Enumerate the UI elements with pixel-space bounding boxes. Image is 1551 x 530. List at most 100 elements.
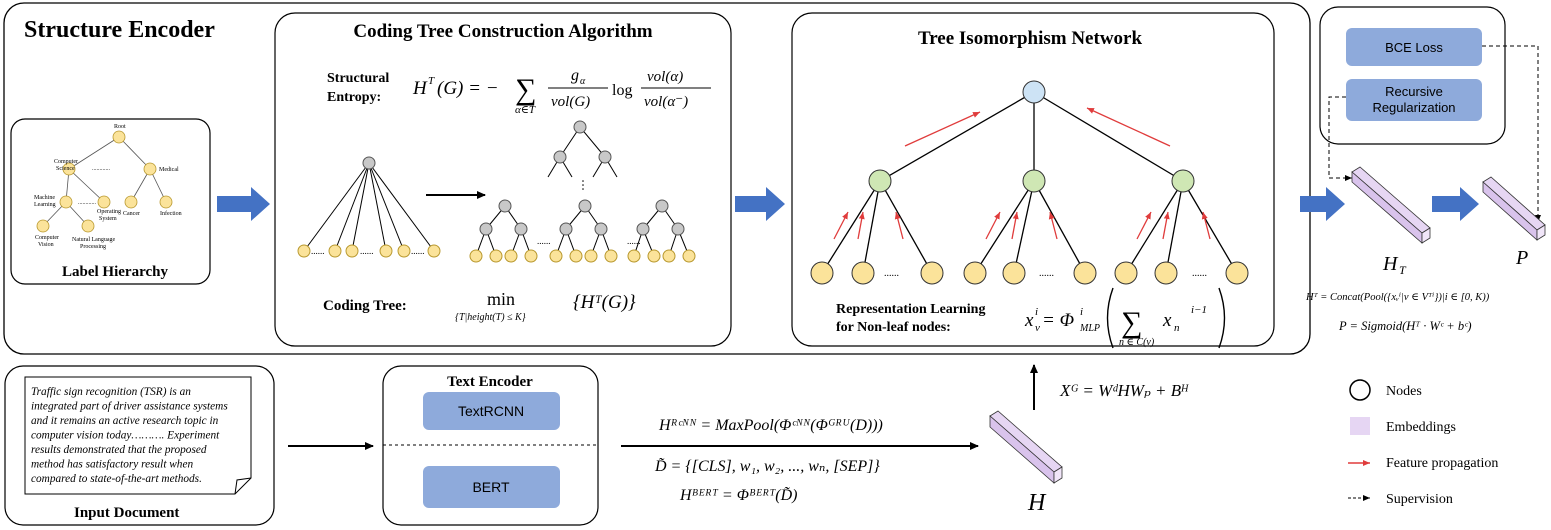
coding-tree-internal-node <box>636 222 650 236</box>
document-fold <box>234 477 252 495</box>
lh-nlp1: Natural Language <box>72 237 115 243</box>
recursive-reg-label-1: Recursive <box>1385 84 1443 99</box>
lh-root: Root <box>114 124 126 130</box>
frac1-den: vol(G) <box>551 94 590 110</box>
p-embedding <box>1482 176 1546 241</box>
label-hierarchy-caption: Label Hierarchy <box>62 264 168 280</box>
legend-node-icon <box>1349 379 1371 401</box>
textrcnn-button <box>423 392 560 430</box>
label-hierarchy-labels: Root Computer Science Medical ..........… <box>34 124 182 250</box>
frac1-num-sub: α <box>580 76 586 87</box>
flat-tree-dots-1: ...... <box>311 246 325 256</box>
entropy-log: log <box>612 82 632 99</box>
d-tilde-formula: D̃ = {[CLS], w₁, w₂, ..., wₙ, [SEP]} <box>654 457 880 475</box>
ht-embedding <box>1351 166 1431 244</box>
arrow-ht-to-p <box>1432 187 1479 221</box>
flat-tree-dots-2: ...... <box>360 246 374 256</box>
entropy-lhs: H <box>412 78 428 99</box>
ht-formula: Hᵀ = Concat(Pool({xᵥⁱ|v ∈ Vᵀⁱ})|i ∈ [0, … <box>1305 292 1490 303</box>
arrow-encoder-to-ht <box>1300 187 1345 221</box>
coding-tree-leaf-node <box>682 249 696 263</box>
coding-tree-internal-node <box>594 222 608 236</box>
tin-formula-rparen <box>1218 287 1226 349</box>
p-label: P <box>1515 247 1528 269</box>
coding-tree-label: Coding Tree: <box>323 298 407 314</box>
coding-trees-dots-1: ...... <box>537 236 551 246</box>
coding-tree-leaf-node <box>469 249 483 263</box>
coding-tree-box <box>274 12 732 347</box>
input-document-box <box>4 365 275 526</box>
document-line: results demonstrated that the proposed <box>31 444 207 456</box>
bert-label: BERT <box>472 479 510 495</box>
rep-label-1: Representation Learning <box>836 302 985 317</box>
coding-tree-min: min <box>487 289 515 309</box>
coding-tree-root-node <box>655 199 669 213</box>
lh-medical: Medical <box>159 167 179 173</box>
tin-formula-xn-sub: n <box>1174 322 1180 334</box>
legend-supervision: Supervision <box>1386 492 1453 507</box>
bce-loss-button <box>1346 28 1482 66</box>
text-encoder-title: Text Encoder <box>447 374 533 390</box>
legend-embedding-icon <box>1350 417 1370 435</box>
coding-tree-title: Coding Tree Construction Algorithm <box>353 21 652 42</box>
ht-label: H <box>1382 253 1399 275</box>
tin-dots-3: ...... <box>1192 268 1207 279</box>
h-label: H <box>1027 490 1047 516</box>
coding-tree-internal-node <box>671 222 685 236</box>
entropy-label-2: Entropy: <box>327 90 381 105</box>
document-line: integrated part of driver assistance sys… <box>31 401 228 413</box>
tin-formula-x: x <box>1024 310 1034 331</box>
tin-dots-1: ...... <box>884 268 899 279</box>
textrcnn-label: TextRCNN <box>458 403 524 419</box>
coding-tree-internal-node <box>559 222 573 236</box>
frac1-num: g <box>571 67 579 84</box>
entropy-sum: ∑ <box>515 73 536 106</box>
coding-tree-leaf-node <box>604 249 618 263</box>
coding-tree-leaf-node <box>662 249 676 263</box>
coding-tree-min-arg: {Hᵀ(G)} <box>573 292 636 313</box>
structure-encoder-box <box>3 2 1311 355</box>
coding-tree-leaf-node <box>549 249 563 263</box>
coding-tree-root-node <box>578 199 592 213</box>
legend-embeddings: Embeddings <box>1386 420 1456 435</box>
vertical-dots <box>582 180 584 190</box>
lh-ml1: Machine <box>34 195 55 201</box>
entropy-sum-sub: α∈T <box>515 104 536 116</box>
tin-formula-phi-sup: i <box>1080 306 1083 318</box>
coding-trees-dots-2: ...... <box>627 236 641 246</box>
legend-feature: Feature propagation <box>1386 456 1498 471</box>
frac2-den: vol(α⁻) <box>644 94 688 110</box>
p-formula: P = Sigmoid(Hᵀ · Wᶜ + bᶜ) <box>1338 319 1472 333</box>
tin-leaves <box>810 261 1249 285</box>
tin-formula-sum-sub: n ∈ C(v) <box>1119 337 1155 348</box>
coding-tree-leaf-node <box>504 249 518 263</box>
rep-label-2: for Non-leaf nodes: <box>836 320 951 335</box>
tin-formula-eq: = Φ <box>1042 310 1074 331</box>
recursive-reg-button <box>1346 79 1482 121</box>
coding-tree-leaf-node <box>569 249 583 263</box>
tin-root <box>1022 80 1046 104</box>
frac2-num: vol(α) <box>647 69 683 85</box>
arrow-coding-to-tin <box>735 187 785 221</box>
small-coding-tree-nodes <box>553 120 612 164</box>
coding-trees <box>469 199 696 263</box>
h-embedding <box>989 410 1063 484</box>
tin-formula-xn: x <box>1162 310 1172 331</box>
lh-dots2: ............ <box>78 200 97 206</box>
structure-encoder-title: Structure Encoder <box>24 17 215 43</box>
lh-dots1: ............ <box>92 166 111 172</box>
tin-formula-x-sup: i <box>1035 306 1038 318</box>
supervision-bce-to-p <box>1482 45 1541 222</box>
coding-tree-leaf-node <box>489 249 503 263</box>
entropy-label-1: Structural <box>327 71 389 86</box>
tin-formula-sum: ∑ <box>1121 306 1142 339</box>
coding-tree-leaf-node <box>524 249 538 263</box>
hbert-formula: Hᴮᴱᴿᵀ = Φᴮᴱᴿᵀ(D̃) <box>679 486 797 504</box>
lh-cs2: Science <box>56 166 75 172</box>
tin-dots-2: ...... <box>1039 268 1054 279</box>
coding-tree-internal-node <box>514 222 528 236</box>
tin-formula-phi-sub: MLP <box>1079 323 1100 334</box>
bce-loss-label: BCE Loss <box>1385 40 1443 55</box>
coding-tree-leaf-node <box>627 249 641 263</box>
lh-os2: System <box>99 216 117 222</box>
